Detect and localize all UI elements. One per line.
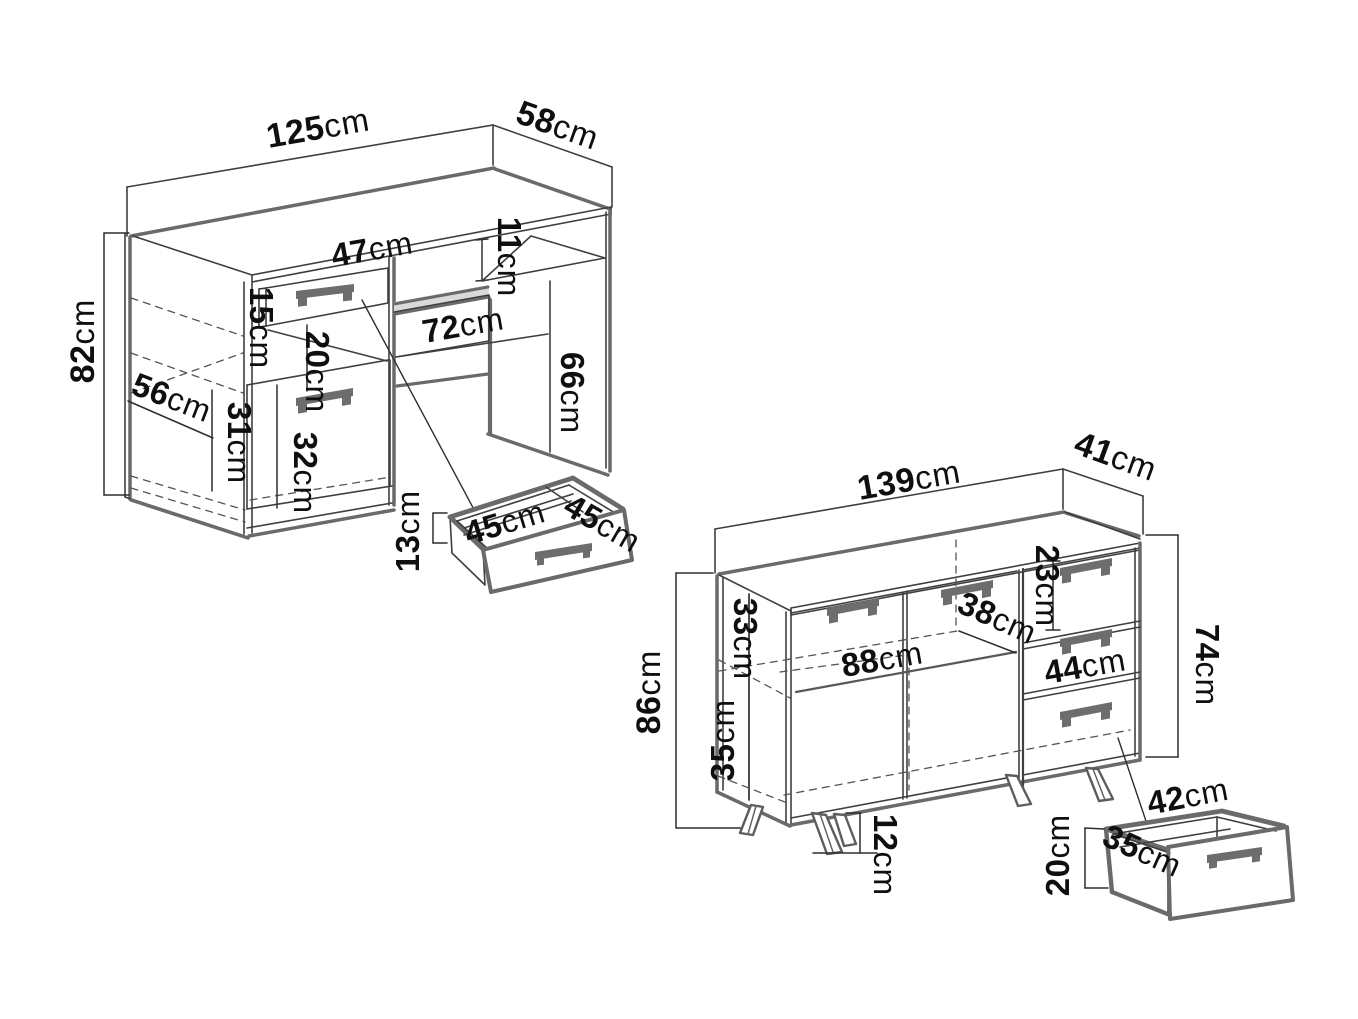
svg-text:31cm: 31cm bbox=[221, 402, 258, 484]
svg-text:32cm: 32cm bbox=[287, 432, 324, 514]
svg-text:86cm: 86cm bbox=[630, 650, 668, 735]
svg-text:74cm: 74cm bbox=[1189, 624, 1226, 706]
svg-text:44cm: 44cm bbox=[1041, 640, 1129, 691]
svg-text:13cm: 13cm bbox=[389, 490, 426, 572]
svg-text:20cm: 20cm bbox=[1039, 814, 1076, 896]
svg-text:11cm: 11cm bbox=[491, 217, 528, 298]
svg-text:47cm: 47cm bbox=[328, 223, 416, 274]
svg-text:82cm: 82cm bbox=[64, 299, 102, 384]
svg-text:20cm: 20cm bbox=[299, 331, 336, 413]
svg-text:45cm: 45cm bbox=[460, 492, 550, 551]
svg-text:88cm: 88cm bbox=[838, 633, 926, 684]
svg-text:72cm: 72cm bbox=[419, 299, 507, 350]
svg-text:33cm: 33cm bbox=[727, 598, 764, 680]
svg-text:42cm: 42cm bbox=[1144, 770, 1232, 822]
svg-text:12cm: 12cm bbox=[867, 814, 904, 896]
svg-text:23cm: 23cm bbox=[1029, 545, 1066, 627]
svg-text:15cm: 15cm bbox=[243, 287, 280, 369]
svg-text:35cm: 35cm bbox=[704, 699, 741, 781]
svg-text:66cm: 66cm bbox=[554, 352, 591, 434]
